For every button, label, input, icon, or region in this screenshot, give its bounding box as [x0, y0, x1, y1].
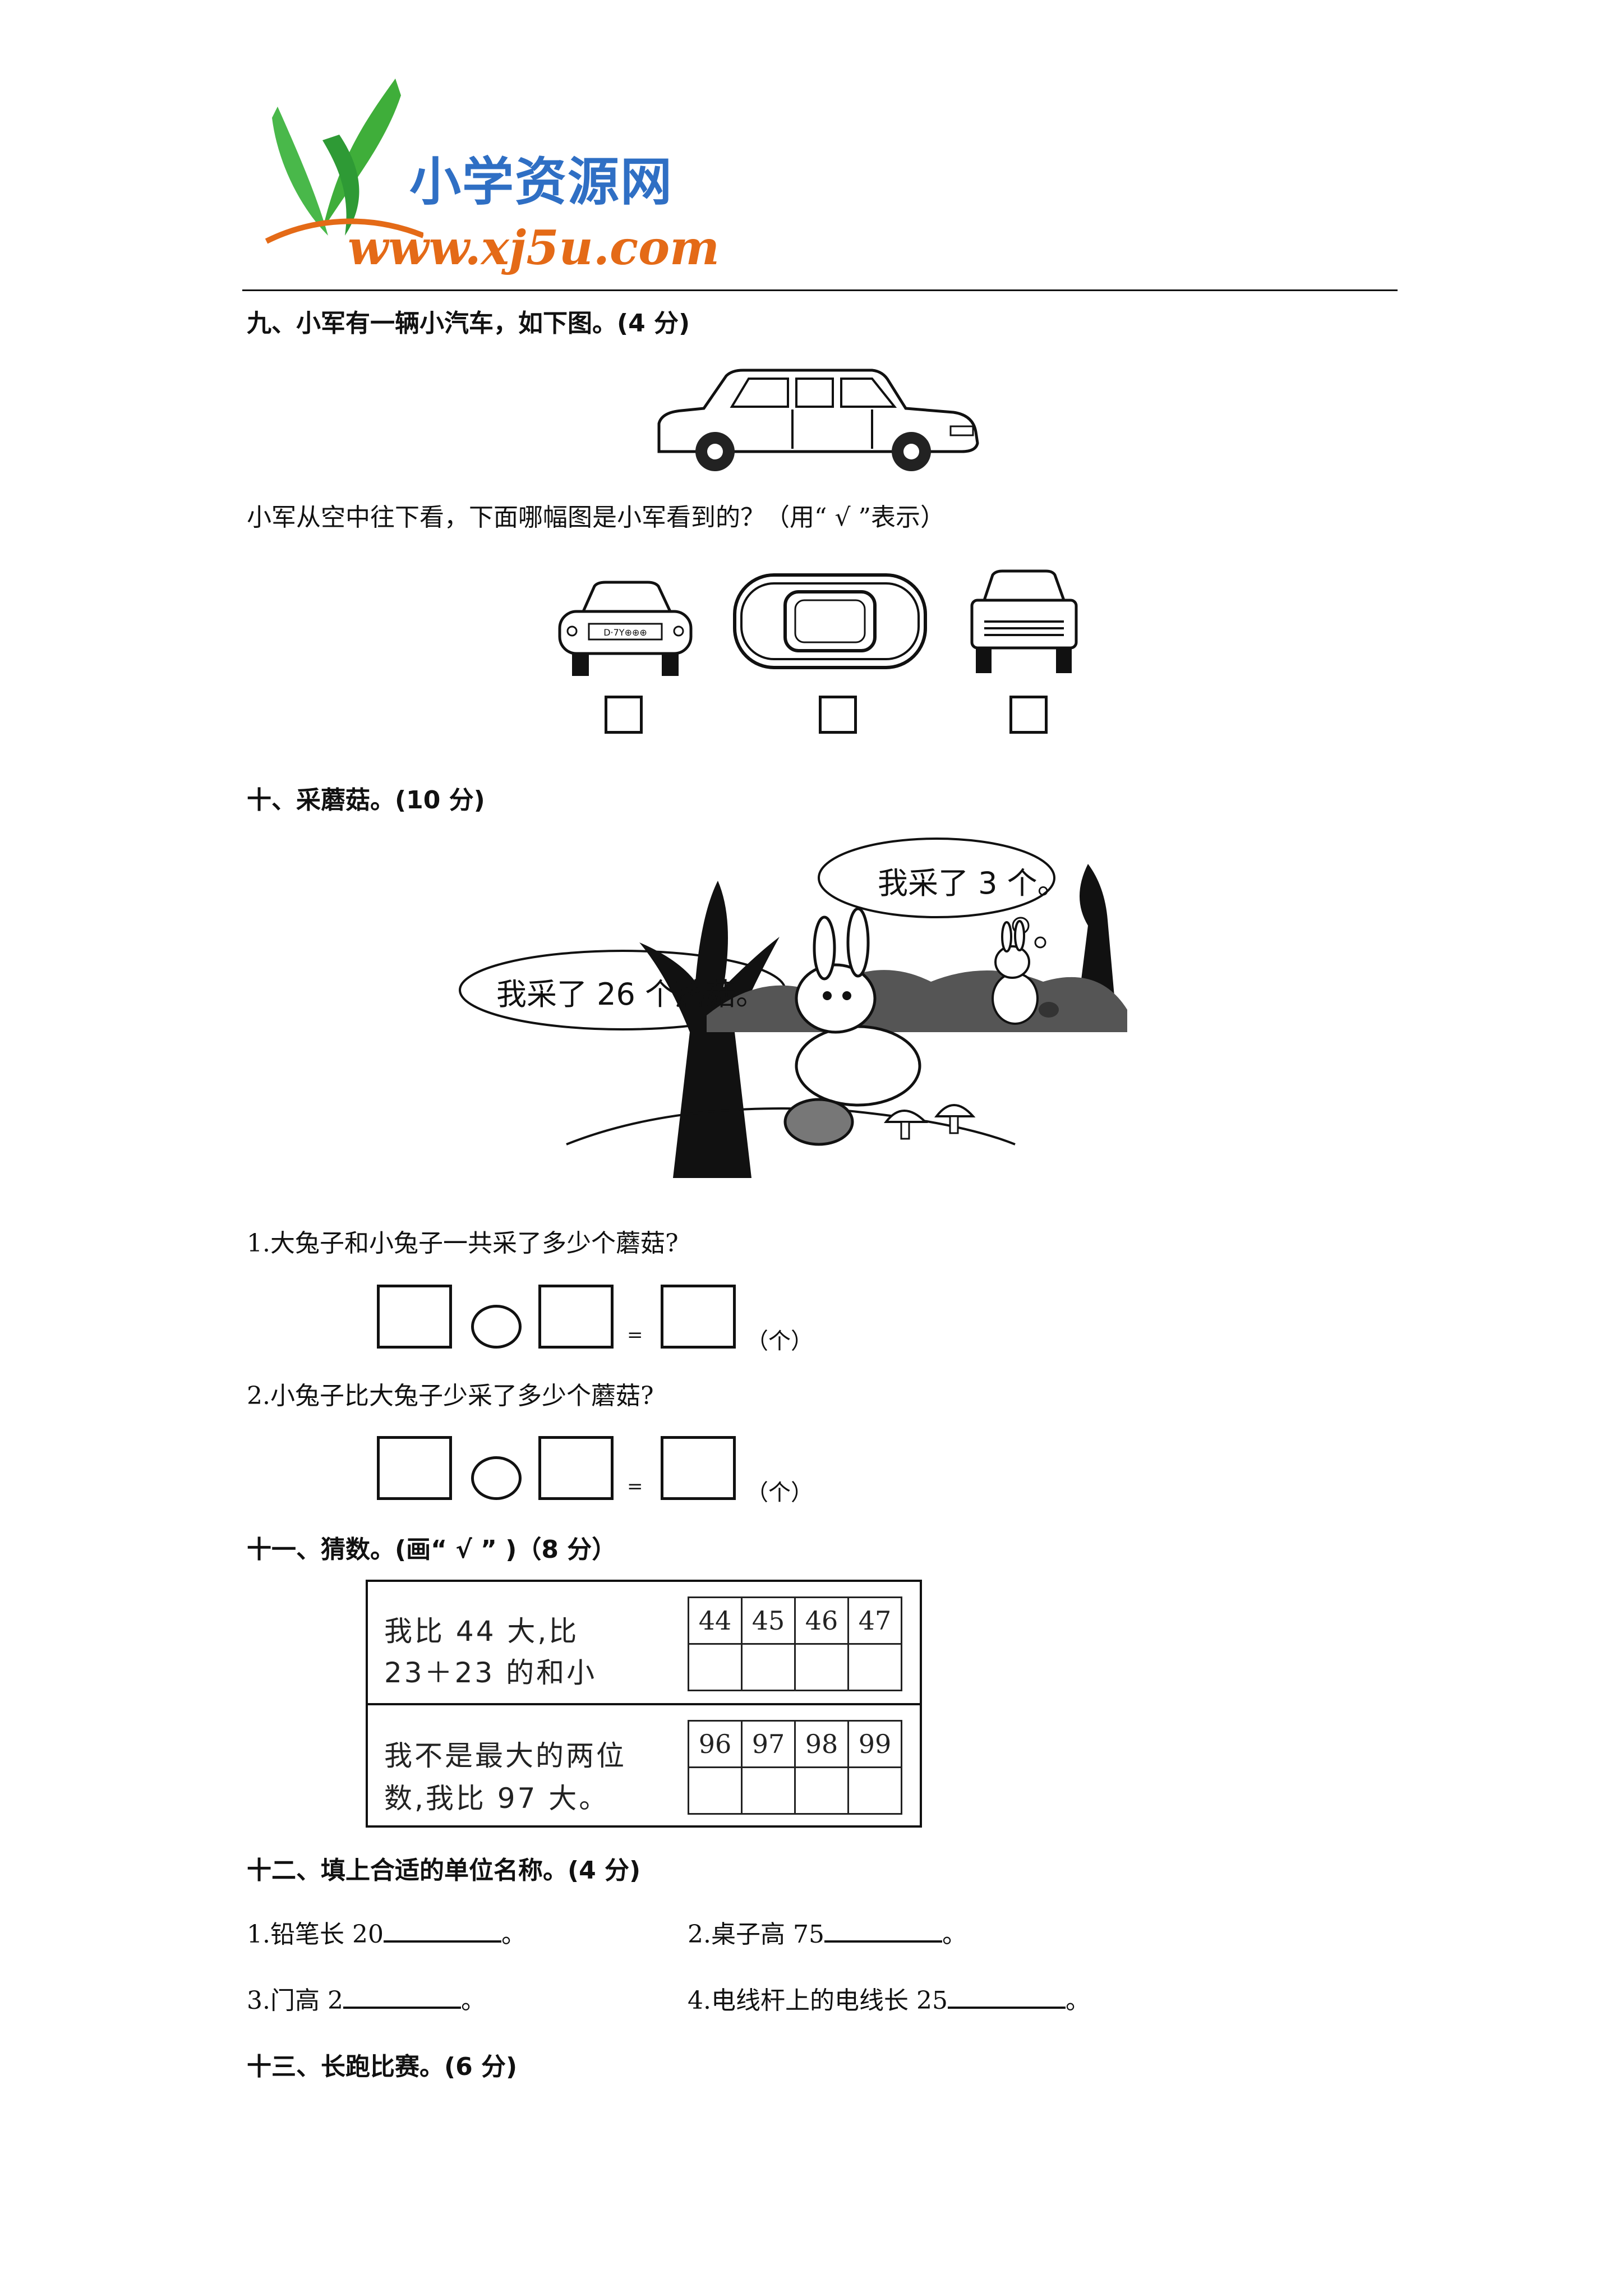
guess-number: 45	[741, 1596, 796, 1645]
answer-box-1c[interactable]	[661, 1285, 736, 1349]
answer-box-2c[interactable]	[661, 1436, 736, 1500]
operator-oval-1[interactable]	[471, 1305, 522, 1349]
car-rear-view-image: D·7Y⊕⊕⊕	[558, 581, 693, 676]
check-cell[interactable]	[741, 1643, 796, 1691]
unit-label-1: （个）	[746, 1328, 813, 1354]
unit-item-prefix: 3.门高 2	[247, 1986, 343, 2015]
check-cell[interactable]	[847, 1766, 902, 1815]
check-cell[interactable]	[847, 1643, 902, 1691]
operator-oval-2[interactable]	[471, 1456, 522, 1500]
q11-title: 十一、猜数。(画“ √ ” )（8 分）	[247, 1535, 617, 1564]
unit-item-suffix: 。	[501, 1920, 526, 1949]
leaf-logo-icon	[265, 79, 423, 244]
logo-name: 小学资源网	[409, 152, 674, 212]
guess-row2-line2: 数,我比 97 大。	[384, 1782, 610, 1815]
answer-box-2b[interactable]	[538, 1436, 614, 1500]
unit-label-2: （个）	[746, 1480, 813, 1506]
car-top-view-image	[733, 573, 927, 669]
q12-title: 十二、填上合适的单位名称。(4 分)	[247, 1856, 641, 1885]
fill-blank[interactable]	[824, 1918, 942, 1943]
unit-item-4: 4.电线杆上的电线长 25 。	[688, 1980, 1090, 2016]
guess-grid-1: 44 45 46 47	[688, 1596, 902, 1691]
unit-item-prefix: 2.桌子高 75	[688, 1920, 824, 1949]
answer-box-2a[interactable]	[377, 1436, 452, 1500]
guess-number: 99	[847, 1720, 902, 1768]
speech-bubble-small-rabbit: 我采了 3 个。	[878, 866, 1068, 901]
unit-item-2: 2.桌子高 75 。	[688, 1914, 967, 1950]
guess-number: 44	[688, 1596, 743, 1645]
guess-row1-line1: 我比 44 大,比	[384, 1615, 579, 1648]
mushroom-picking-illustration	[459, 838, 1127, 1178]
unit-item-3: 3.门高 2 。	[247, 1980, 486, 2016]
guess-grid-2: 96 97 98 99	[688, 1720, 902, 1815]
guess-number: 98	[794, 1720, 849, 1768]
fill-blank[interactable]	[947, 1984, 1066, 2009]
car-front-view-image	[970, 569, 1078, 673]
unit-item-suffix: 。	[460, 1986, 486, 2015]
q10-title: 十、采蘑菇。(10 分)	[247, 786, 485, 815]
unit-item-suffix: 。	[1065, 1986, 1090, 2015]
check-cell[interactable]	[794, 1643, 849, 1691]
q10-sub1: 1.大兔子和小兔子一共采了多少个蘑菇?	[247, 1229, 679, 1258]
speech-bubble-big-rabbit: 我采了 26 个蘑菇。	[496, 977, 767, 1012]
answer-checkbox-top[interactable]	[819, 696, 857, 734]
check-cell[interactable]	[688, 1643, 743, 1691]
guess-row1-line2: 23＋23 的和小	[384, 1657, 597, 1689]
check-cell[interactable]	[794, 1766, 849, 1815]
check-cell[interactable]	[688, 1766, 743, 1815]
license-plate: D·7Y⊕⊕⊕	[603, 627, 647, 638]
guess-number: 97	[741, 1720, 796, 1768]
unit-item-suffix: 。	[942, 1920, 967, 1949]
guess-number: 46	[794, 1596, 849, 1645]
q13-title: 十三、长跑比赛。(6 分)	[247, 2053, 518, 2081]
equals-sign-2: =	[627, 1475, 643, 1498]
guess-table-divider	[366, 1703, 922, 1705]
q9-title: 九、小军有一辆小汽车，如下图。(4 分)	[247, 309, 690, 338]
guess-number: 96	[688, 1720, 743, 1768]
unit-item-1: 1.铅笔长 20 。	[247, 1914, 526, 1950]
fill-blank[interactable]	[343, 1984, 461, 2009]
unit-item-prefix: 4.电线杆上的电线长 25	[688, 1986, 948, 2015]
header-divider	[242, 289, 1398, 291]
logo-url: www.xj5u.com	[348, 220, 720, 275]
equals-sign-1: =	[627, 1324, 643, 1346]
guess-number: 47	[847, 1596, 902, 1645]
fill-blank[interactable]	[383, 1918, 501, 1943]
answer-box-1b[interactable]	[538, 1285, 614, 1349]
guess-row2-line1: 我不是最大的两位	[384, 1740, 626, 1772]
q10-sub2: 2.小兔子比大兔子少采了多少个蘑菇?	[247, 1382, 654, 1410]
car-side-view-image	[657, 369, 979, 471]
q9-question: 小军从空中往下看，下面哪幅图是小军看到的？（用“ √ ”表示）	[247, 503, 945, 532]
answer-box-1a[interactable]	[377, 1285, 452, 1349]
unit-item-prefix: 1.铅笔长 20	[247, 1920, 384, 1949]
answer-checkbox-front[interactable]	[1009, 696, 1048, 734]
answer-checkbox-rear[interactable]	[605, 696, 643, 734]
check-cell[interactable]	[741, 1766, 796, 1815]
